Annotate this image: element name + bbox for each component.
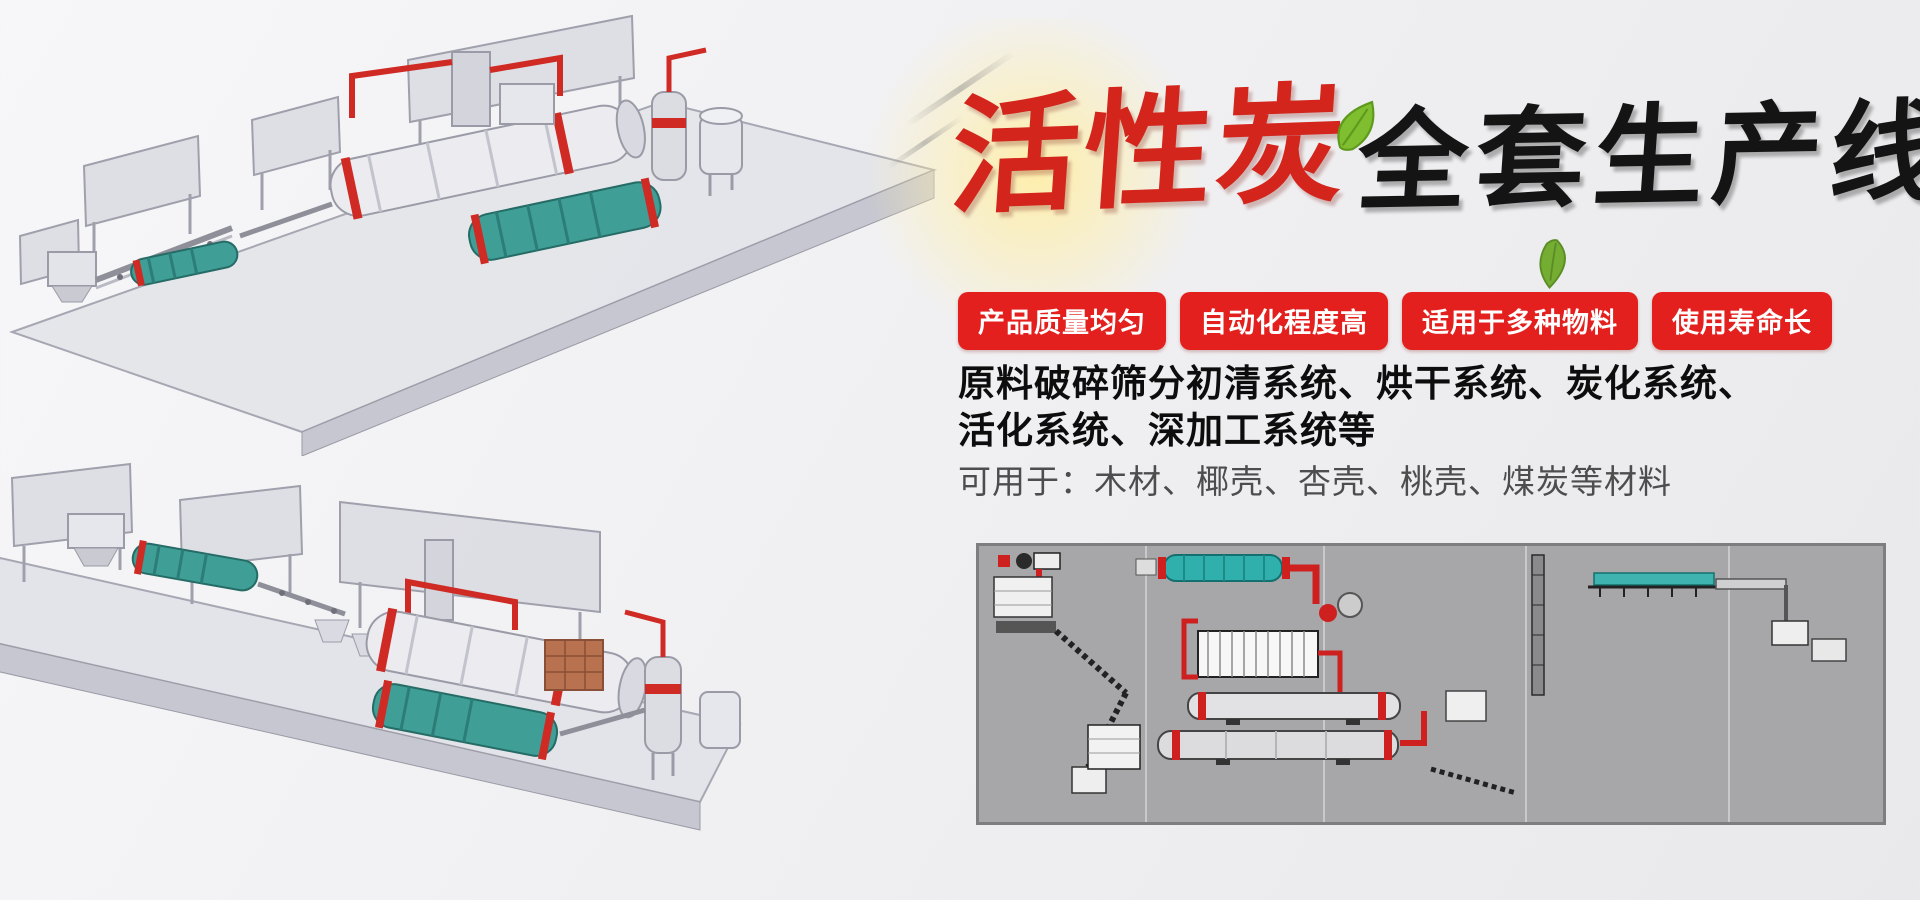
control-cabinet [1445,690,1487,722]
feed-hopper [67,513,125,567]
bay-dividers [1145,546,1730,822]
red-pipe [489,54,563,96]
production-line-3d-bottom-illustration [0,462,742,831]
incline-conveyor [1430,766,1517,796]
feature-badge-materials: 适用于多种物料 [1402,292,1638,350]
feature-badge-automation: 自动化程度高 [1180,292,1388,350]
system-description-line1: 原料破碎筛分初清系统、烘干系统、炭化系统、 [958,363,1756,404]
production-line-render-top [0,0,940,456]
hero-title: 活性炭全套生产线 [946,74,1920,230]
dust-collector [499,83,555,125]
packing-section [1588,572,1847,662]
feature-badge-quality: 产品质量均匀 [958,292,1166,350]
crusher-drum [130,240,239,287]
rotary-kiln-1 [1187,692,1401,725]
transfer-conveyor [257,581,346,617]
discharge-conveyor [559,707,646,737]
hero-title-black: 全套生产线 [1353,91,1920,225]
transfer-conveyor [239,201,333,239]
system-description-line2: 活化系统、深加工系统等 [958,410,1376,451]
system-description: 原料破碎筛分初清系统、烘干系统、炭化系统、 活化系统、深加工系统等 [958,360,1756,454]
plant-layout-schematic-panel [976,543,1886,825]
rotary-dryer-drum [329,99,646,220]
activation-drum [371,679,559,761]
red-pipe [349,59,453,118]
feature-badge-lifespan: 使用寿命长 [1652,292,1832,350]
bucket-elevator [1531,554,1545,696]
platform-edge [0,643,701,831]
cyclone-tower [424,539,454,621]
leaf-icon [1539,239,1566,289]
cyclone-tower [451,51,491,127]
carbonization-furnace-top-view [1181,618,1343,695]
hero-title-red: 活性炭 [946,74,1354,230]
brick-kiln [544,639,604,691]
production-line-3d-top-illustration [8,14,938,456]
feature-badges: 产品质量均匀 自动化程度高 适用于多种物料 使用寿命长 [958,292,1832,350]
carbonization-furnace [651,47,743,196]
plant-layout-schematic [976,543,1886,825]
hopper [314,619,350,643]
red-pipe [405,578,518,630]
activation-drum [468,177,662,265]
crushing-section [993,552,1129,794]
cooler-drum [1135,554,1363,622]
usage-line: 可用于：木材、椰壳、杏壳、桃壳、煤炭等材料 [958,463,1672,500]
screening-drum [131,540,259,592]
schematic-floor [976,543,1886,825]
carbonization-furnace [624,609,741,780]
rotary-kiln-2 [1087,711,1427,770]
production-line-render-bottom [0,462,935,900]
